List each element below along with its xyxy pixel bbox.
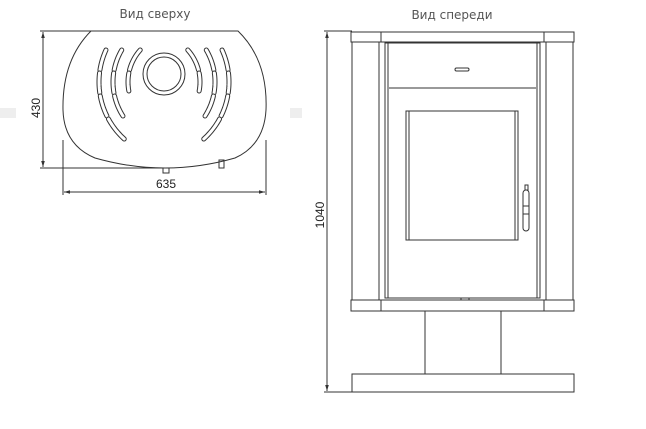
watermark-icon-right xyxy=(290,108,302,118)
top-view xyxy=(62,30,267,174)
flue-outlet-outer xyxy=(142,52,186,96)
vent-slot-inner xyxy=(98,48,108,72)
vent-slot-inner xyxy=(202,117,222,141)
base-plate xyxy=(351,373,575,393)
vent-slot-inner xyxy=(203,94,215,118)
top-view-title: Вид сверху xyxy=(119,7,190,21)
flue-outlet-inner xyxy=(146,56,182,92)
height-dimension-label: 1040 xyxy=(313,201,327,228)
vent-slot-inner xyxy=(97,71,102,95)
vent-slot-inner xyxy=(113,94,125,118)
vent-slot-inner xyxy=(111,71,116,95)
top-cap xyxy=(350,31,575,43)
door-glass xyxy=(405,110,519,241)
vent-slot-inner xyxy=(197,71,202,93)
vent-slot-inner xyxy=(98,94,109,118)
vent-slot-inner xyxy=(112,48,124,72)
top-view-outline xyxy=(62,30,267,169)
depth-dimension-label: 430 xyxy=(29,98,43,118)
vent-slot-inner xyxy=(204,48,216,72)
front-view-title: Вид спереди xyxy=(411,8,492,22)
vent-slots xyxy=(96,47,232,142)
vent-slot-inner xyxy=(220,48,230,72)
top-view-handle xyxy=(218,159,225,169)
vent-slot-inner xyxy=(128,48,142,72)
door-handle[interactable] xyxy=(522,189,530,232)
air-control-slider[interactable] xyxy=(454,67,470,72)
front-view xyxy=(350,31,575,393)
vent-slot-inner xyxy=(212,71,217,95)
vent-slot-inner xyxy=(219,94,230,118)
watermark-icon-left xyxy=(0,108,16,118)
vent-slot-inner xyxy=(226,71,231,95)
bottom-cap xyxy=(350,299,575,312)
door-frame xyxy=(384,42,541,299)
top-view-knob xyxy=(162,167,170,174)
width-dimension-label: 635 xyxy=(156,177,176,191)
vent-slot-inner xyxy=(186,48,200,72)
vent-slot-inner xyxy=(106,117,126,141)
vent-slot-inner xyxy=(126,71,131,93)
